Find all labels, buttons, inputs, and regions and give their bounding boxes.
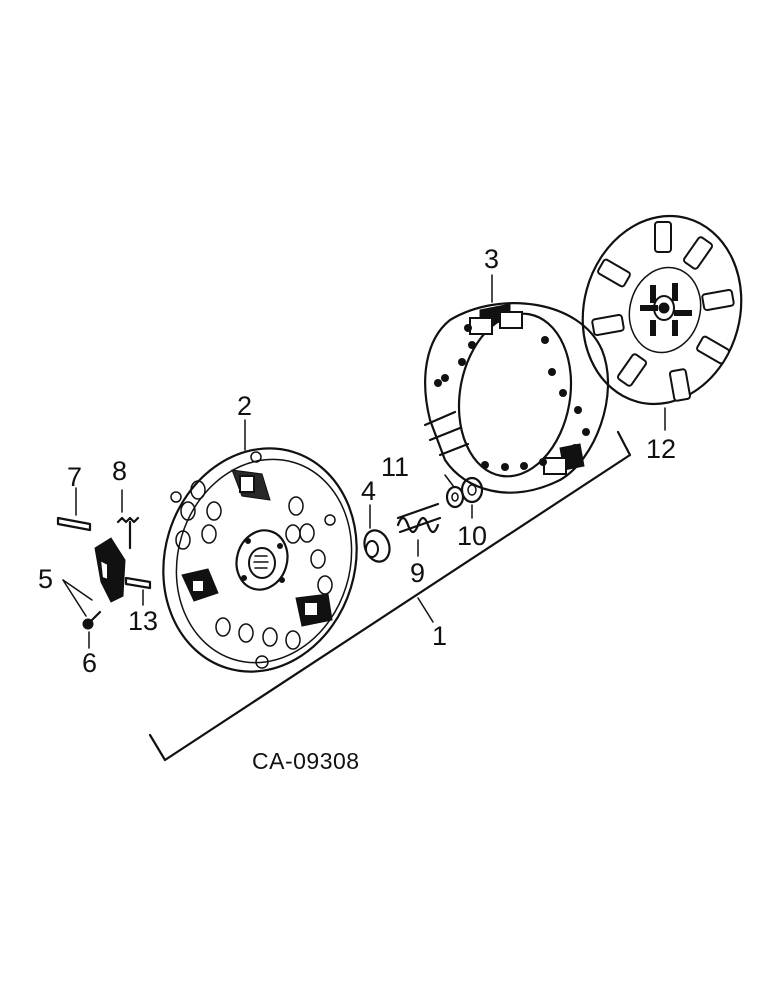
washer-10 bbox=[460, 476, 484, 504]
washer-11 bbox=[445, 485, 465, 509]
callout-2: 2 bbox=[237, 391, 252, 421]
release-collar bbox=[363, 529, 391, 563]
pin-7 bbox=[56, 516, 92, 532]
assembly-bracket bbox=[148, 430, 632, 762]
callout-7: 7 bbox=[67, 462, 82, 492]
callout-5: 5 bbox=[38, 564, 53, 594]
callout-10: 10 bbox=[457, 521, 487, 551]
screw bbox=[82, 610, 102, 630]
clutch-cover bbox=[423, 302, 610, 494]
figure-code: CA-09308 bbox=[252, 748, 360, 774]
small-spring bbox=[116, 516, 140, 550]
callout-11: 11 bbox=[381, 452, 409, 482]
callout-12: 12 bbox=[646, 434, 676, 464]
callout-4: 4 bbox=[361, 476, 376, 506]
callout-1: 1 bbox=[432, 621, 447, 651]
callout-8: 8 bbox=[112, 456, 127, 486]
callout-6: 6 bbox=[82, 648, 97, 678]
leader-lines bbox=[62, 274, 666, 649]
release-lever bbox=[94, 537, 126, 603]
driven-disc bbox=[581, 214, 743, 406]
pressure-plate bbox=[162, 447, 358, 673]
callout-labels: 1 2 3 4 5 6 7 8 9 10 11 12 13 bbox=[38, 244, 676, 678]
spring bbox=[396, 502, 442, 534]
callout-13: 13 bbox=[128, 606, 158, 636]
callout-9: 9 bbox=[410, 558, 425, 588]
callout-3: 3 bbox=[484, 244, 499, 274]
pin-13 bbox=[124, 576, 152, 590]
